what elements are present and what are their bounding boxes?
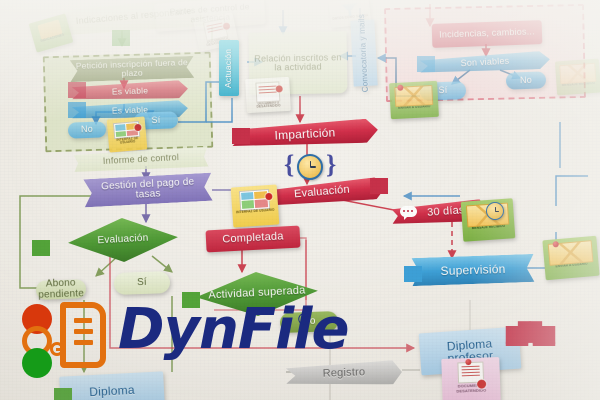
node-label: Evaluación [97, 232, 149, 247]
card-enviar-a-usuario-1[interactable]: ENVIAR A USUARIO [389, 80, 439, 120]
node-label: Es viable [111, 84, 149, 97]
card-interfaz-usuario-1[interactable]: INTERFAZ DE USUARIO [106, 116, 148, 153]
brace-left: { [284, 150, 295, 179]
speech-bubble-icon [400, 206, 417, 217]
logo-connector-circle-icon [50, 342, 64, 356]
card-mensaje-recibido-1[interactable]: MENSAJE RECIBIDO [554, 58, 600, 96]
actor-marker-blue [68, 102, 86, 118]
node-peticion-no[interactable]: No [67, 121, 107, 139]
card-enviar-a-usuario-2[interactable]: ENVIAR A USUARIO [542, 235, 600, 281]
node-label: No [80, 124, 94, 135]
node-label: Convocatoria y mails [356, 13, 370, 93]
people-group-icon [505, 321, 556, 348]
node-incidencias-no[interactable]: No [505, 71, 547, 90]
dynfile-logo: DynFile ® [14, 298, 349, 382]
seal-icon [134, 123, 142, 132]
node-label: Incidencias, cambios... [439, 26, 535, 40]
node-label: No [519, 74, 533, 86]
envelope-icon [559, 62, 597, 84]
card-caption: DOCUMENTO DESATENDIDO [256, 100, 281, 109]
registered-mark: ® [298, 310, 311, 329]
actor-marker-red [370, 178, 388, 194]
node-label: Diploma [88, 382, 136, 399]
node-label: Supervisión [440, 261, 506, 278]
seal-icon [275, 85, 283, 93]
card-documento-desatendido-2[interactable]: DOCUMENTO DESATENDIDO [245, 76, 291, 114]
node-abono-si[interactable]: Abono pendiente [35, 278, 87, 300]
node-actuacion[interactable]: Actuación [219, 40, 239, 96]
node-supervision[interactable]: Supervisión [412, 254, 535, 286]
clock-icon [486, 202, 504, 220]
actor-marker-green [32, 240, 50, 256]
node-label: Gestión del pago de tasas [100, 176, 195, 201]
actor-marker-green [112, 30, 130, 46]
clock-icon [297, 154, 323, 180]
card-caption: INTERFAZ DE USUARIO [236, 207, 275, 215]
node-abono-no[interactable]: Sí [113, 271, 171, 295]
brace-right: } [326, 150, 337, 179]
node-label: Relación inscritos en la actividad [254, 51, 342, 73]
node-convocatoria-y-mails[interactable]: Convocatoria y mails [350, 14, 378, 92]
actor-marker-red [232, 128, 250, 144]
node-label: Informe de control [102, 152, 180, 167]
node-label: Actuación [223, 48, 234, 88]
seal-icon [265, 192, 273, 201]
node-label: Sí [151, 114, 161, 125]
node-incidencias-cambios[interactable]: Incidencias, cambios... [431, 20, 543, 48]
actor-marker-green [54, 388, 72, 400]
actor-marker-blue [404, 266, 422, 282]
document-outline-icon [60, 302, 106, 368]
node-label: Son viables [460, 56, 510, 69]
seal-icon [222, 22, 231, 31]
dot-green-icon [22, 348, 52, 378]
brand-wordmark: DynFile [118, 297, 349, 362]
card-interfaz-usuario-2[interactable]: INTERFAZ DE USUARIO [230, 184, 280, 228]
node-label: Completada [222, 230, 284, 246]
actor-marker-red [68, 82, 86, 98]
card-documento-desatendido-3[interactable]: DOCUMENTO DESATENDIDO [441, 357, 501, 400]
node-label: Sí [136, 276, 148, 288]
card-caption: DOCUMENTO DESATENDIDO [456, 382, 487, 394]
node-label: Petición inscripción fuera de plazo [75, 57, 189, 79]
node-label: Impartición [274, 125, 336, 143]
traffic-dots-icon [20, 304, 64, 378]
node-peticion-inscripcion[interactable]: Petición inscripción fuera de plazo [70, 56, 195, 82]
actor-marker-blue [417, 56, 435, 72]
